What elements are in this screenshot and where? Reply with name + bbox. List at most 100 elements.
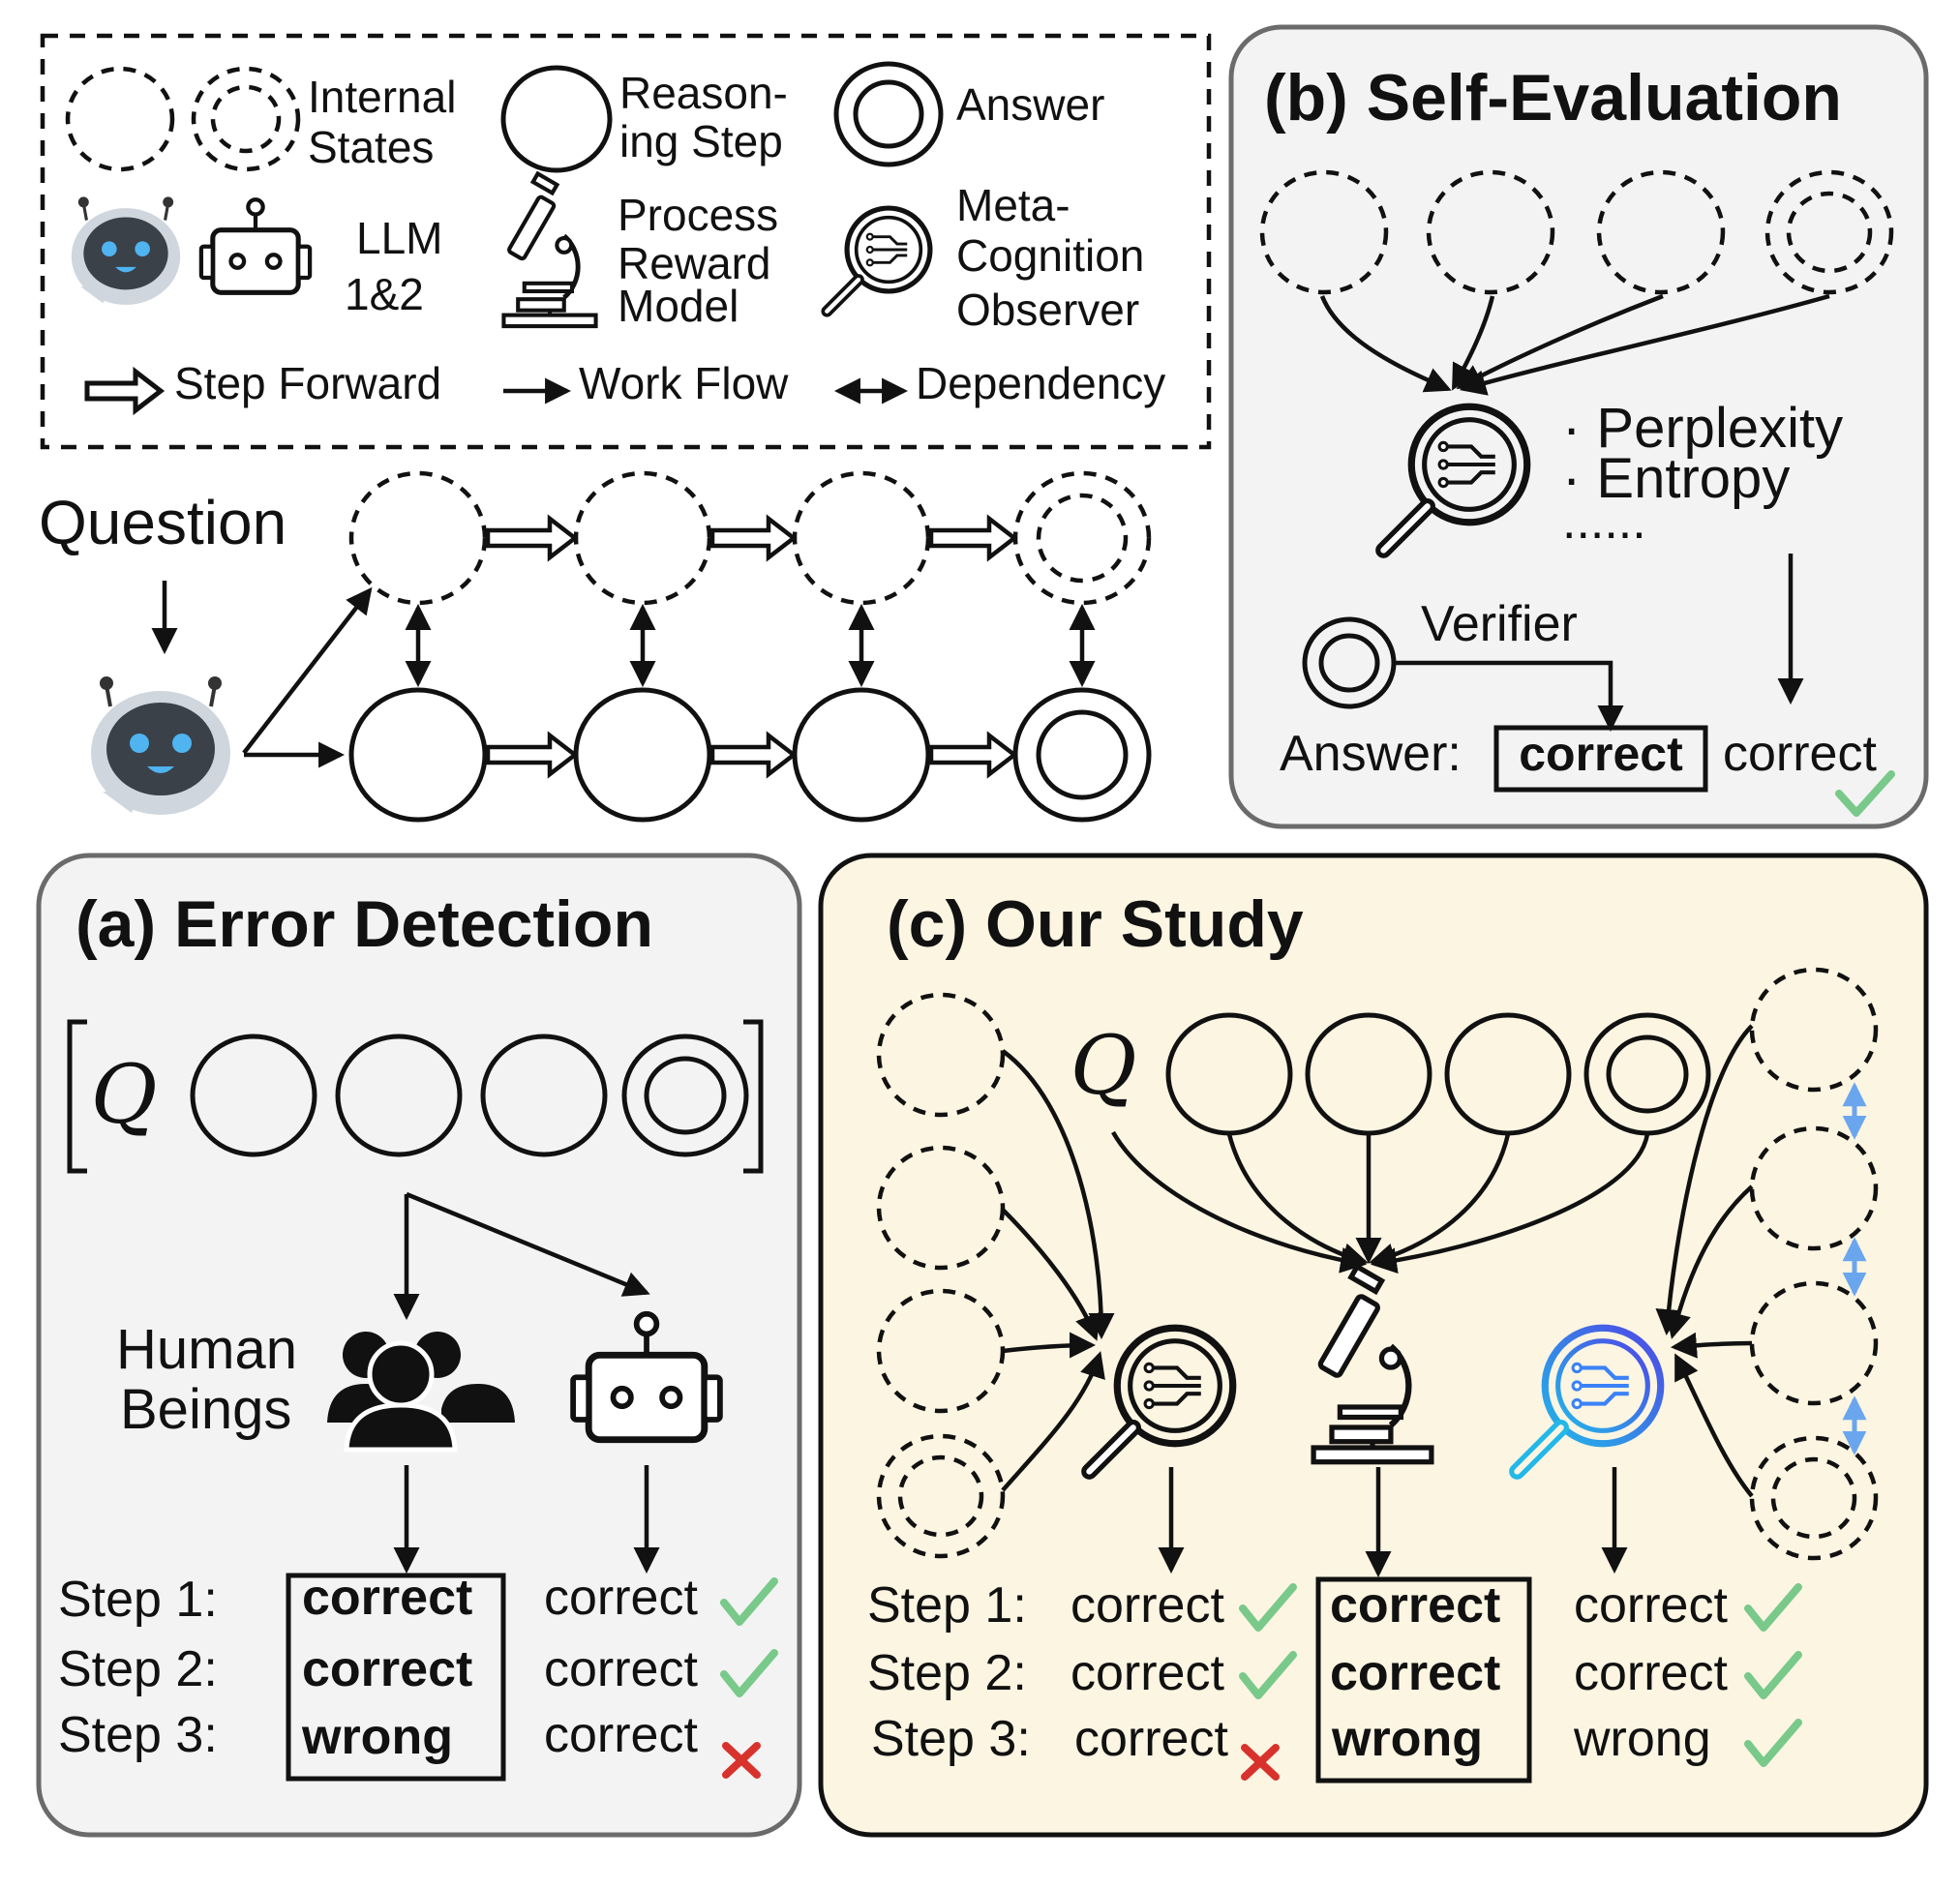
panel-c-right-state-answer — [1749, 1435, 1879, 1561]
legend-work-flow-label: Work Flow — [579, 358, 789, 408]
legend-llm-label-2: 1&2 — [345, 269, 424, 319]
panel-a-check-icon-2 — [720, 1649, 778, 1697]
panel-a-human-label-1: Human — [116, 1318, 297, 1381]
legend-prm-microscope-icon — [503, 173, 595, 326]
panel-b — [1228, 24, 1929, 829]
panel-a-step-label-3: Step 3: — [58, 1707, 218, 1763]
main-internal-state-3 — [792, 470, 931, 606]
panel-b-title: (b) Self-Evaluation — [1264, 61, 1842, 135]
panel-c-observer-check-icon-2 — [1239, 1651, 1297, 1699]
legend-answer-internal-state-icon — [191, 66, 301, 172]
panel-a-llm-value-3: correct — [544, 1707, 698, 1763]
panel-b-internal-state-2 — [1426, 169, 1555, 295]
panel-c — [818, 853, 1929, 1838]
legend-step-forward-arrow-icon — [84, 366, 166, 416]
main-dependency-arrows — [405, 603, 1096, 688]
legend-answer-label: Answer — [956, 79, 1104, 130]
panel-a-llm-value-2: correct — [544, 1641, 698, 1697]
legend-reasoning-step-icon — [500, 65, 613, 173]
panel-c-left-state-2 — [876, 1145, 1006, 1271]
legend-llm2-robot-icon — [201, 199, 310, 292]
panel-a-human-label-2: Beings — [120, 1378, 291, 1441]
panel-a-to-llm-arrow — [406, 1191, 650, 1297]
panel-c-observer-value-1: correct — [1070, 1577, 1224, 1634]
panel-a-step-2 — [335, 1034, 463, 1157]
panel-c-left-state-answer — [876, 1433, 1006, 1559]
panel-a-bracket-right — [743, 1019, 764, 1174]
legend-prm-label-3: Model — [618, 281, 739, 331]
panel-c-question-symbol: Q — [1070, 1018, 1137, 1113]
panel-c-ours-value-3: wrong — [1573, 1711, 1711, 1767]
legend-observer-label-1: Meta- — [956, 180, 1070, 230]
panel-b-internal-state-1 — [1259, 169, 1389, 295]
main-internal-state-1 — [348, 470, 488, 606]
main-llm-robot-icon — [89, 675, 232, 817]
legend-internal-label-2: States — [308, 122, 434, 172]
panel-b-answer-label: Answer: — [1280, 726, 1462, 782]
legend-prm-label-1: Process — [618, 190, 778, 240]
panel-c-right-state-3 — [1749, 1280, 1879, 1406]
panel-c-step-label-3: Step 3: — [871, 1711, 1031, 1767]
panel-c-step-2 — [1305, 1012, 1432, 1136]
panel-b-metric-perplexity: · Perplexity — [1562, 397, 1843, 460]
panel-b-state-arrows — [1319, 293, 1830, 396]
panel-c-prm-value-3: wrong — [1331, 1711, 1483, 1767]
question-label: Question — [39, 488, 286, 557]
panel-b-check-icon — [1835, 770, 1895, 817]
panel-c-step-label-1: Step 1: — [867, 1577, 1027, 1634]
main-reasoning-step-3 — [792, 687, 931, 823]
panel-c-ours-value-2: correct — [1574, 1645, 1728, 1701]
legend-step-forward-label: Step Forward — [174, 358, 441, 408]
legend-answer-icon — [833, 61, 944, 167]
panel-c-step-label-2: Step 2: — [867, 1645, 1027, 1701]
panel-c-left-flow-arrows — [1001, 1049, 1115, 1492]
panel-a-step-3 — [480, 1034, 608, 1157]
panel-a-human-group-icon — [327, 1332, 515, 1453]
panel-b-verifier-label: Verifier — [1421, 596, 1578, 652]
panel-c-step-1 — [1165, 1012, 1293, 1136]
panel-a-step-1 — [190, 1034, 317, 1157]
panel-b-metric-ellipsis: ...... — [1562, 494, 1646, 550]
llm-to-internal-arrow — [242, 586, 373, 755]
panel-a-human-value-3: wrong — [301, 1709, 453, 1765]
panel-a-check-icon-1 — [720, 1577, 778, 1626]
panel-a-human-value-1: correct — [302, 1570, 472, 1626]
panel-c-prm-value-1: correct — [1330, 1577, 1500, 1634]
panel-c-observer-cross-icon-3 — [1241, 1744, 1280, 1781]
panel-a-step-label-1: Step 1: — [58, 1572, 218, 1628]
main-reasoning-step-2 — [573, 687, 712, 823]
panel-c-our-observer-magnifier-icon — [1509, 1324, 1665, 1480]
legend-reasoning-label-2: ing Step — [619, 116, 783, 166]
panel-c-steps-to-prm-arrows — [1111, 1130, 1650, 1274]
panel-c-observer-check-icon-1 — [1239, 1583, 1297, 1632]
panel-c-ours-check-icon-3 — [1744, 1719, 1802, 1767]
panel-a-human-result-box — [286, 1573, 506, 1782]
legend-reasoning-label-1: Reason- — [619, 68, 788, 118]
panel-b-internal-state-3 — [1596, 169, 1726, 295]
panel-c-ours-value-1: correct — [1574, 1577, 1728, 1634]
panel-a-question-symbol: Q — [91, 1047, 158, 1142]
panel-c-right-state-2 — [1749, 1125, 1879, 1251]
panel-a-answer-node — [621, 1034, 749, 1157]
legend-prm-label-2: Reward — [618, 238, 771, 288]
panel-c-observer-value-3: correct — [1074, 1711, 1228, 1767]
panel-a-llm-value-1: correct — [544, 1570, 698, 1626]
panel-c-prm-result-box — [1315, 1576, 1532, 1784]
main-reasoning-step-1 — [348, 687, 488, 823]
legend-llm-label-1: LLM — [356, 213, 442, 263]
panel-c-step-3 — [1444, 1012, 1572, 1136]
panel-a-title: (a) Error Detection — [75, 887, 653, 961]
panel-b-observer-result: correct — [1723, 726, 1877, 782]
panel-c-title: (c) Our Study — [887, 887, 1304, 961]
panel-b-internal-state-answer — [1764, 169, 1894, 295]
main-step-forward-arrows — [485, 514, 1018, 779]
panel-c-right-state-1 — [1749, 967, 1879, 1093]
legend-observer-magnifier-icon — [827, 208, 930, 312]
legend-observer-label-2: Cognition — [956, 230, 1144, 281]
panel-a-step-label-2: Step 2: — [58, 1641, 218, 1697]
legend-internal-label-1: Internal — [308, 72, 456, 122]
main-answer-node — [1012, 687, 1152, 823]
panel-c-observer-value-2: correct — [1070, 1645, 1224, 1701]
main-internal-state-2 — [573, 470, 712, 606]
panel-c-ours-check-icon-2 — [1744, 1651, 1802, 1699]
